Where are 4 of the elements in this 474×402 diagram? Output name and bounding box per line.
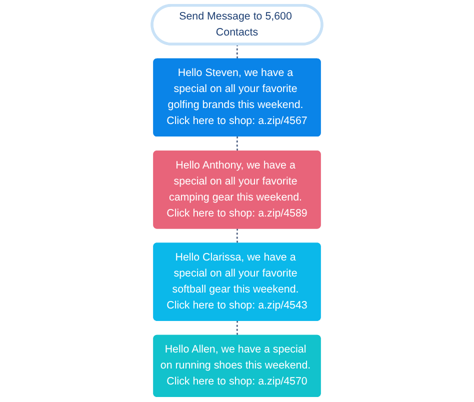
connector: [236, 320, 238, 336]
connector: [236, 228, 238, 244]
connector: [236, 136, 238, 152]
connector: [236, 44, 238, 60]
